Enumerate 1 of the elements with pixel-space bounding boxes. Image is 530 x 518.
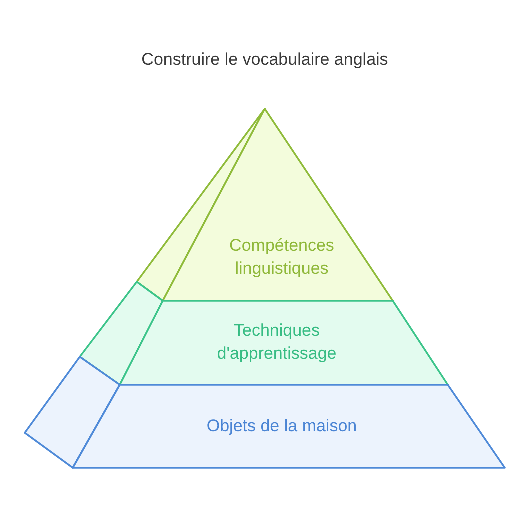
title: Construire le vocabulaire anglais xyxy=(140,50,390,70)
